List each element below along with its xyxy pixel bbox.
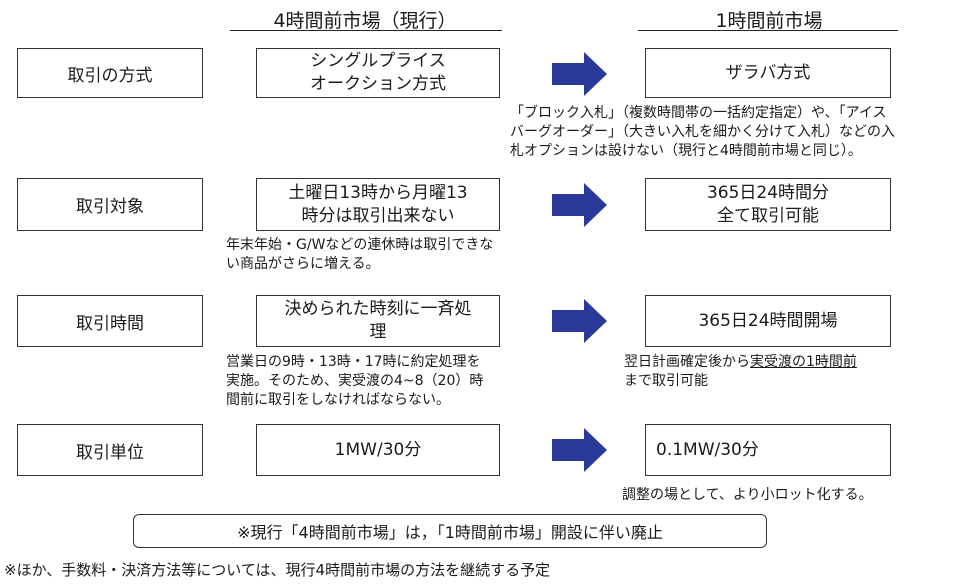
current-trading-hours-note: 営業日の9時・13時・17時に約定処理を 実施。そのため、実受渡の4~8（20）… xyxy=(226,354,484,408)
arrow-right-icon xyxy=(552,52,607,96)
current-trading-hours-line2: 理 xyxy=(369,322,387,342)
underlined-delivery-time: 実受渡の1時間前 xyxy=(750,354,857,370)
new-trading-target-line2: 全て取引可能 xyxy=(717,205,819,226)
current-trading-hours-line1: 決められた時刻に一斉処 xyxy=(284,299,472,319)
header-current-market: 4時間前市場（現行） xyxy=(273,10,457,32)
header-current-underline xyxy=(230,30,502,31)
row-label-trading-unit: 取引単位 xyxy=(17,424,203,476)
new-trading-target: 365日24時間分全て取引可能 xyxy=(645,178,891,231)
new-trading-method-note: 「ブロック入札」（複数時間帯の一括約定指定）や、「アイス バーグオーダー」（大き… xyxy=(510,105,895,159)
new-trading-unit: 0.1MW/30分 xyxy=(645,424,891,476)
row-label-trading-hours: 取引時間 xyxy=(17,295,203,347)
current-trading-hours: 決められた時刻に一斉処理 xyxy=(256,295,500,347)
new-trading-hours: 365日24時間開場 xyxy=(645,295,891,347)
footnote: ※ほか、手数料・決済方法等については、現行4時間前市場の方法を継続する予定 xyxy=(4,561,551,579)
abolition-notice: ※現行「4時間前市場」は，「1時間前市場」開設に伴い廃止 xyxy=(133,514,767,548)
arrow-right-icon xyxy=(552,299,607,343)
arrow-right-icon xyxy=(552,183,607,227)
current-trading-unit: 1MW/30分 xyxy=(256,424,500,476)
new-trading-hours-note: 翌日計画確定後から実受渡の1時間前 まで取引可能 xyxy=(624,354,857,389)
current-trading-target-line1: 土曜日13時から月曜13 xyxy=(288,182,468,203)
current-trading-target-note: 年末年始・G/Wなどの連休時は取引できな い商品がさらに増える。 xyxy=(226,237,494,272)
header-new-market: 1時間前市場 xyxy=(715,10,823,32)
current-trading-method-line1: シングルプライス xyxy=(310,51,446,71)
new-trading-method: ザラバ方式 xyxy=(645,48,891,98)
new-trading-target-line1: 365日24時間分 xyxy=(706,182,830,203)
current-trading-method: シングルプライスオークション方式 xyxy=(256,48,500,98)
current-trading-target-line2: 時分は取引出来ない xyxy=(301,205,455,226)
header-new-underline xyxy=(638,30,898,31)
arrow-right-icon xyxy=(552,428,607,472)
new-trading-unit-note: 調整の場として、より小ロット化する。 xyxy=(622,487,873,503)
row-label-trading-target: 取引対象 xyxy=(17,178,203,231)
current-trading-method-line2: オークション方式 xyxy=(310,74,446,94)
row-label-trading-method: 取引の方式 xyxy=(17,48,203,98)
